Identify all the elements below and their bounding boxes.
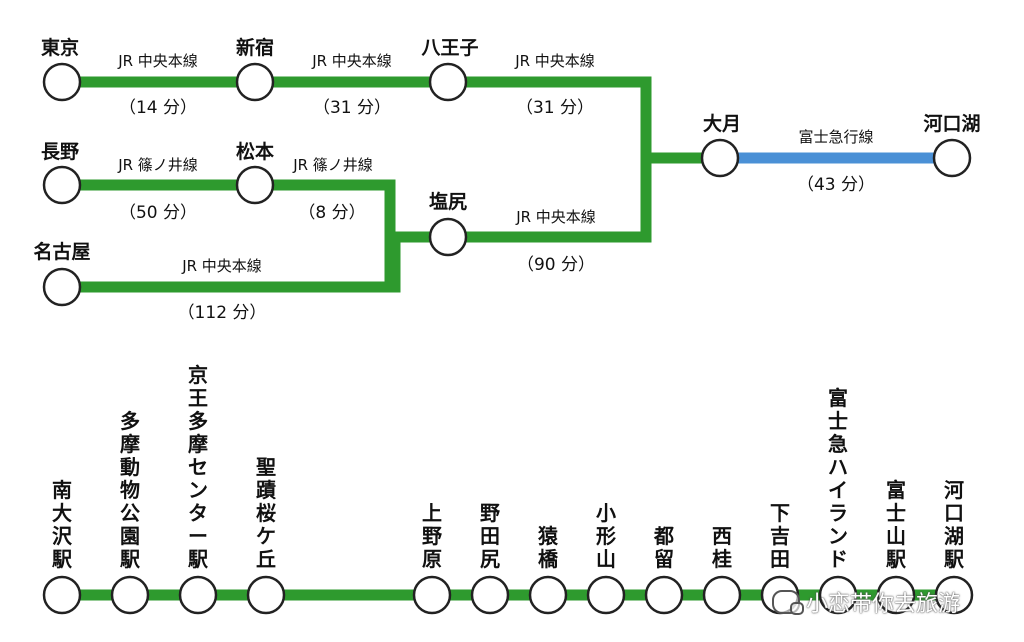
bottom-station-name: 南大沢駅	[51, 478, 73, 571]
segment-line-tokyo-shinjuku: JR 中央本線	[117, 52, 198, 70]
station-name-tokyo: 東京	[41, 36, 79, 59]
station-name-hachioji: 八王子	[421, 37, 478, 59]
segment-line-matsumoto-shiojiri: JR 篠ノ井線	[292, 156, 373, 174]
segment-line-hachioji-otsuki: JR 中央本線	[514, 52, 595, 70]
station-circle-otsuki	[700, 138, 740, 178]
segment-line-nagoya-shiojiri: JR 中央本線	[181, 257, 262, 275]
segment-time-matsumoto-shiojiri: （8 分）	[298, 203, 365, 223]
wechat-icon	[772, 590, 804, 615]
segment-time-tokyo-shinjuku: （14 分）	[119, 98, 197, 118]
segment-line-otsuki-kawaguchiko: 富士急行線	[798, 128, 873, 146]
station-circle-nagano	[42, 165, 82, 205]
station-name-otsuki: 大月	[703, 112, 741, 135]
bottom-station-name: 野田尻	[480, 501, 500, 571]
segment-time-shinjuku-hachioji: （31 分）	[313, 98, 391, 118]
station-circle-shinjuku	[235, 62, 275, 102]
station-circle-nagoya	[42, 267, 82, 307]
bottom-station-circle	[586, 575, 626, 615]
bottom-station-name: 富士急ハイランド	[828, 386, 848, 571]
segment-line-shinjuku-hachioji: JR 中央本線	[311, 52, 392, 70]
bottom-station-circle	[702, 575, 742, 615]
bottom-station-circle	[644, 575, 684, 615]
line-tokyo-otsuki	[62, 76, 720, 164]
segment-time-hachioji-otsuki: （31 分）	[516, 98, 594, 118]
bottom-station-name: 上野原	[422, 501, 442, 571]
station-name-matsumoto: 松本	[236, 140, 274, 163]
bottom-station-name: 都留	[653, 524, 674, 571]
station-circle-matsumoto	[235, 165, 275, 205]
station-circle-hachioji	[428, 62, 468, 102]
line-nagoya-shiojiri	[62, 231, 448, 293]
station-name-nagano: 長野	[41, 141, 79, 163]
line-shiojiri-otsuki	[448, 158, 652, 243]
watermark-text: 小恋带你去旅游	[806, 592, 961, 617]
bottom-station-circle	[818, 575, 858, 615]
bottom-station-name: 富士山駅	[885, 478, 906, 571]
bottom-station-circle	[412, 575, 452, 615]
bottom-station-circle	[934, 575, 974, 615]
bottom-station-circle	[178, 575, 218, 615]
station-name-kawaguchiko: 河口湖	[923, 113, 980, 135]
station-name-shinjuku: 新宿	[236, 36, 274, 59]
bottom-station-name: 小形山	[596, 501, 616, 571]
bottom-station-circle	[528, 575, 568, 615]
station-circle-kawaguchiko	[932, 138, 972, 178]
top-line-paths	[62, 76, 952, 293]
station-name-nagoya: 名古屋	[33, 240, 90, 263]
segment-line-shiojiri-otsuki: JR 中央本線	[515, 208, 596, 226]
segment-line-nagano-matsumoto: JR 篠ノ井線	[117, 156, 198, 174]
bottom-station-circle	[110, 575, 150, 615]
segment-time-nagoya-shiojiri: （112 分）	[178, 303, 267, 323]
bottom-station-name: 猿橋	[537, 524, 559, 571]
station-circle-tokyo	[42, 62, 82, 102]
bottom-station-circle	[876, 575, 916, 615]
bottom-station-circle	[470, 575, 510, 615]
segment-time-nagano-matsumoto: （50 分）	[119, 203, 197, 223]
segment-time-shiojiri-otsuki: （90 分）	[517, 255, 595, 275]
bottom-station-name: 西桂	[711, 524, 732, 571]
bottom-station-name: 京王多摩センター駅	[187, 363, 208, 571]
station-name-shiojiri: 塩尻	[429, 190, 467, 213]
bottom-station-name: 下吉田	[770, 501, 790, 571]
watermark: 小恋带你去旅游	[772, 586, 960, 618]
station-circle-shiojiri	[428, 217, 468, 257]
bottom-station-name: 多摩動物公園駅	[119, 409, 140, 571]
bottom-station-name: 聖蹟桜ケ丘	[256, 455, 277, 571]
segment-time-otsuki-kawaguchiko: （43 分）	[797, 175, 875, 195]
bottom-station-names: 南大沢駅 多摩動物公園駅 京王多摩センター駅 聖蹟桜ケ丘 上野原 野田尻 猿橋 小形山 都留西桂…	[51, 363, 964, 571]
bottom-station-circle	[42, 575, 82, 615]
bottom-station-circle	[246, 575, 286, 615]
bottom-station-name: 河口湖駅	[943, 478, 964, 571]
